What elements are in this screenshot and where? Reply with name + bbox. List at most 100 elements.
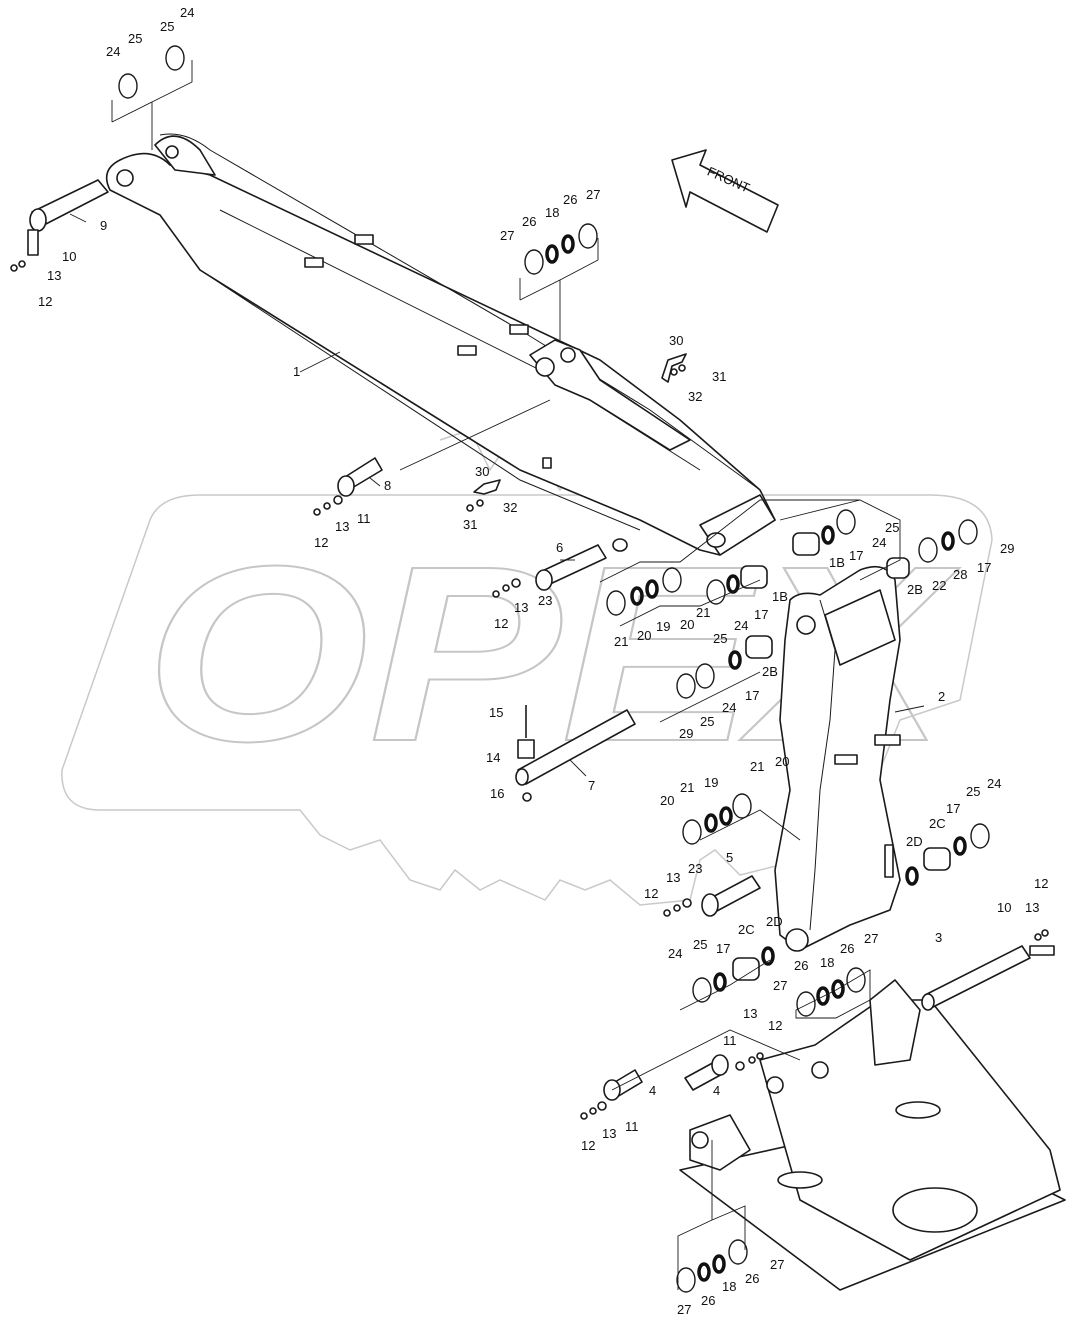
part-callout-6: 13 xyxy=(47,268,61,283)
part-callout-55: 16 xyxy=(490,786,504,801)
bolt-31-b xyxy=(466,504,474,512)
part-callout-36: 12 xyxy=(494,616,508,631)
part-callout-50: 29 xyxy=(679,726,693,741)
part-callout-86: 11 xyxy=(723,1033,737,1048)
part-callout-18: 30 xyxy=(475,464,489,479)
pin-4-right-head xyxy=(711,1054,729,1076)
part-callout-32: 22 xyxy=(932,578,946,593)
bushing-2C-a xyxy=(923,847,951,871)
arm-boss-bracket xyxy=(529,339,691,451)
front-arrow-shape xyxy=(671,149,779,233)
arm-boss-hole xyxy=(535,357,555,377)
ring-26-e xyxy=(697,1262,711,1282)
part-callout-7: 12 xyxy=(38,294,52,309)
frame-top-lug xyxy=(869,979,921,1066)
ring-17-d xyxy=(728,650,742,670)
pin-3 xyxy=(924,945,1031,1008)
pin-9-head xyxy=(29,208,47,232)
seal-27-d xyxy=(846,967,866,993)
part-callout-82: 26 xyxy=(794,958,808,973)
bracket-30-b xyxy=(473,479,501,495)
pins xyxy=(27,179,1055,1101)
washer-11-b xyxy=(333,495,343,505)
part-callout-80: 24 xyxy=(668,946,682,961)
part-callout-21: 13 xyxy=(335,519,349,534)
seal-20-21-d xyxy=(732,793,752,819)
part-callout-24: 6 xyxy=(556,540,563,555)
frame-bracket xyxy=(759,999,1061,1261)
bolt-31-a xyxy=(670,368,678,376)
washer-13-f xyxy=(748,1056,756,1064)
part-callout-23: 12 xyxy=(314,535,328,550)
boom-pad xyxy=(884,844,894,878)
part-callout-29: 29 xyxy=(1000,541,1014,556)
ring-26-c xyxy=(816,986,830,1006)
front-arrow: FRONT xyxy=(671,149,779,233)
part-callout-68: 13 xyxy=(666,870,680,885)
frame-slot-1 xyxy=(777,1171,823,1189)
plate-10b xyxy=(1029,945,1055,956)
part-callout-26: 24 xyxy=(872,535,886,550)
bolt-12-g xyxy=(580,1112,588,1120)
part-callout-60: 20 xyxy=(660,793,674,808)
arm-foot-hole-2 xyxy=(612,538,628,552)
part-callout-19: 11 xyxy=(357,511,371,526)
part-callout-39: 24 xyxy=(734,618,748,633)
seal-24-25-e xyxy=(692,977,712,1003)
arm-clip-1 xyxy=(354,234,374,245)
part-callout-5: 10 xyxy=(62,249,76,264)
bracket-30-a xyxy=(661,353,687,383)
washer-23-c xyxy=(511,578,521,588)
pin-5-head xyxy=(701,893,719,917)
part-callout-64: 2C xyxy=(929,816,946,831)
part-callout-51: 2 xyxy=(938,689,945,704)
frame-base xyxy=(679,979,1066,1291)
washer-32-b xyxy=(476,499,484,507)
part-callout-30: 17 xyxy=(977,560,991,575)
part-callout-91: 12 xyxy=(581,1138,595,1153)
leader-lines xyxy=(69,60,925,1290)
sleeve-14 xyxy=(517,739,535,759)
frame-lug-hole-1 xyxy=(691,1131,709,1149)
arm-end-hole xyxy=(116,169,134,187)
part-callout-92: 27 xyxy=(770,1257,784,1272)
arm-clip-2 xyxy=(304,257,324,268)
part-callout-3: 24 xyxy=(106,44,120,59)
seal-25-24-c xyxy=(695,663,715,689)
seal-21-20-a xyxy=(606,590,626,616)
arm-assembly xyxy=(105,133,776,556)
pin-8-head xyxy=(337,475,355,497)
part-callout-79: 17 xyxy=(716,941,730,956)
part-callout-87: 4 xyxy=(649,1083,656,1098)
part-callout-16: 32 xyxy=(688,389,702,404)
part-callout-38: 17 xyxy=(754,607,768,622)
part-callout-84: 13 xyxy=(743,1006,757,1021)
part-callout-62: 24 xyxy=(987,776,1001,791)
part-callout-0: 24 xyxy=(180,5,194,20)
part-callout-90: 13 xyxy=(602,1126,616,1141)
part-callout-74: 2C xyxy=(738,922,755,937)
part-callout-95: 26 xyxy=(701,1293,715,1308)
seal-27-a xyxy=(524,249,544,275)
part-callout-81: 18 xyxy=(820,955,834,970)
part-callout-42: 19 xyxy=(656,619,670,634)
washer-13-b xyxy=(323,502,331,510)
part-callout-9: 27 xyxy=(586,187,600,202)
part-callout-96: 27 xyxy=(677,1302,691,1317)
bolt-12-b xyxy=(313,508,321,516)
arm-clip-5 xyxy=(542,457,552,469)
washer-11-f xyxy=(735,1061,745,1071)
ring-26-a xyxy=(545,244,559,264)
frame-lug-hole-3 xyxy=(811,1061,829,1079)
part-callout-61: 25 xyxy=(966,784,980,799)
seal-27-b xyxy=(578,223,598,249)
part-callout-56: 20 xyxy=(775,754,789,769)
ring-17-c xyxy=(941,531,955,551)
pin-7-end xyxy=(515,768,529,786)
washer-13-e xyxy=(1034,933,1042,941)
part-callout-35: 13 xyxy=(514,600,528,615)
part-callout-75: 3 xyxy=(935,930,942,945)
part-callout-40: 25 xyxy=(713,631,727,646)
part-callout-78: 25 xyxy=(693,937,707,952)
arm-bottom-edge xyxy=(199,269,641,531)
